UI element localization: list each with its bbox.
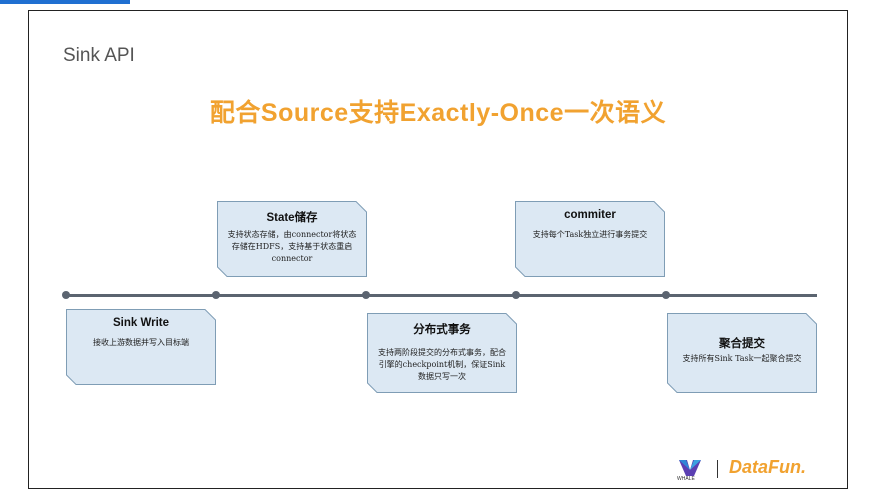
footer-logos: WHALE DataFun. [677, 454, 847, 484]
headline: 配合Source支持Exactly-Once一次语义 [209, 99, 667, 127]
timeline-dot-3 [362, 291, 370, 299]
card-title: State储存 [266, 212, 318, 224]
card-desc: 接收上游数据并写入目标端 [93, 338, 189, 347]
card-sink-write: Sink Write 接收上游数据并写入目标端 [66, 309, 216, 385]
card-title: commiter [564, 209, 616, 221]
card-shape [515, 201, 665, 277]
card-desc: 支持状态存储，由connector将状态存储在HDFS，支持基于状态重启conn… [227, 230, 357, 263]
slide: Sink API 配合Source支持Exactly-Once一次语义 Stat… [28, 10, 848, 489]
top-sliver [0, 0, 130, 4]
card-desc: 支持两阶段提交的分布式事务，配合引擎的checkpoint机制，保证Sink数据… [378, 348, 506, 381]
card-title: 聚合提交 [719, 338, 765, 350]
card-shape [367, 313, 517, 393]
timeline-dot-2 [212, 291, 220, 299]
whale-label: WHALE [677, 476, 695, 482]
timeline-dot-4 [512, 291, 520, 299]
card-desc: 支持所有Sink Task一起聚合提交 [682, 354, 802, 363]
card-commiter: commiter 支持每个Task独立进行事务提交 [515, 201, 665, 277]
timeline-dot-5 [662, 291, 670, 299]
card-distributed-transaction: 分布式事务 支持两阶段提交的分布式事务，配合引擎的checkpoint机制，保证… [367, 313, 517, 393]
card-shape [217, 201, 367, 277]
datafun-logo: DataFun. [729, 457, 807, 477]
card-state-storage: State储存 支持状态存储，由connector将状态存储在HDFS，支持基于… [217, 201, 367, 277]
whale-icon [679, 460, 701, 476]
timeline-dot-1 [62, 291, 70, 299]
card-aggregate-commit: 聚合提交 支持所有Sink Task一起聚合提交 [667, 313, 817, 393]
card-title: 分布式事务 [413, 324, 471, 336]
page-title: Sink API [63, 45, 135, 66]
card-shape [66, 309, 216, 385]
card-title: Sink Write [112, 317, 170, 329]
logo-divider [717, 460, 718, 478]
card-desc: 支持每个Task独立进行事务提交 [532, 230, 648, 239]
timeline-line [65, 294, 817, 297]
card-shape [667, 313, 817, 393]
